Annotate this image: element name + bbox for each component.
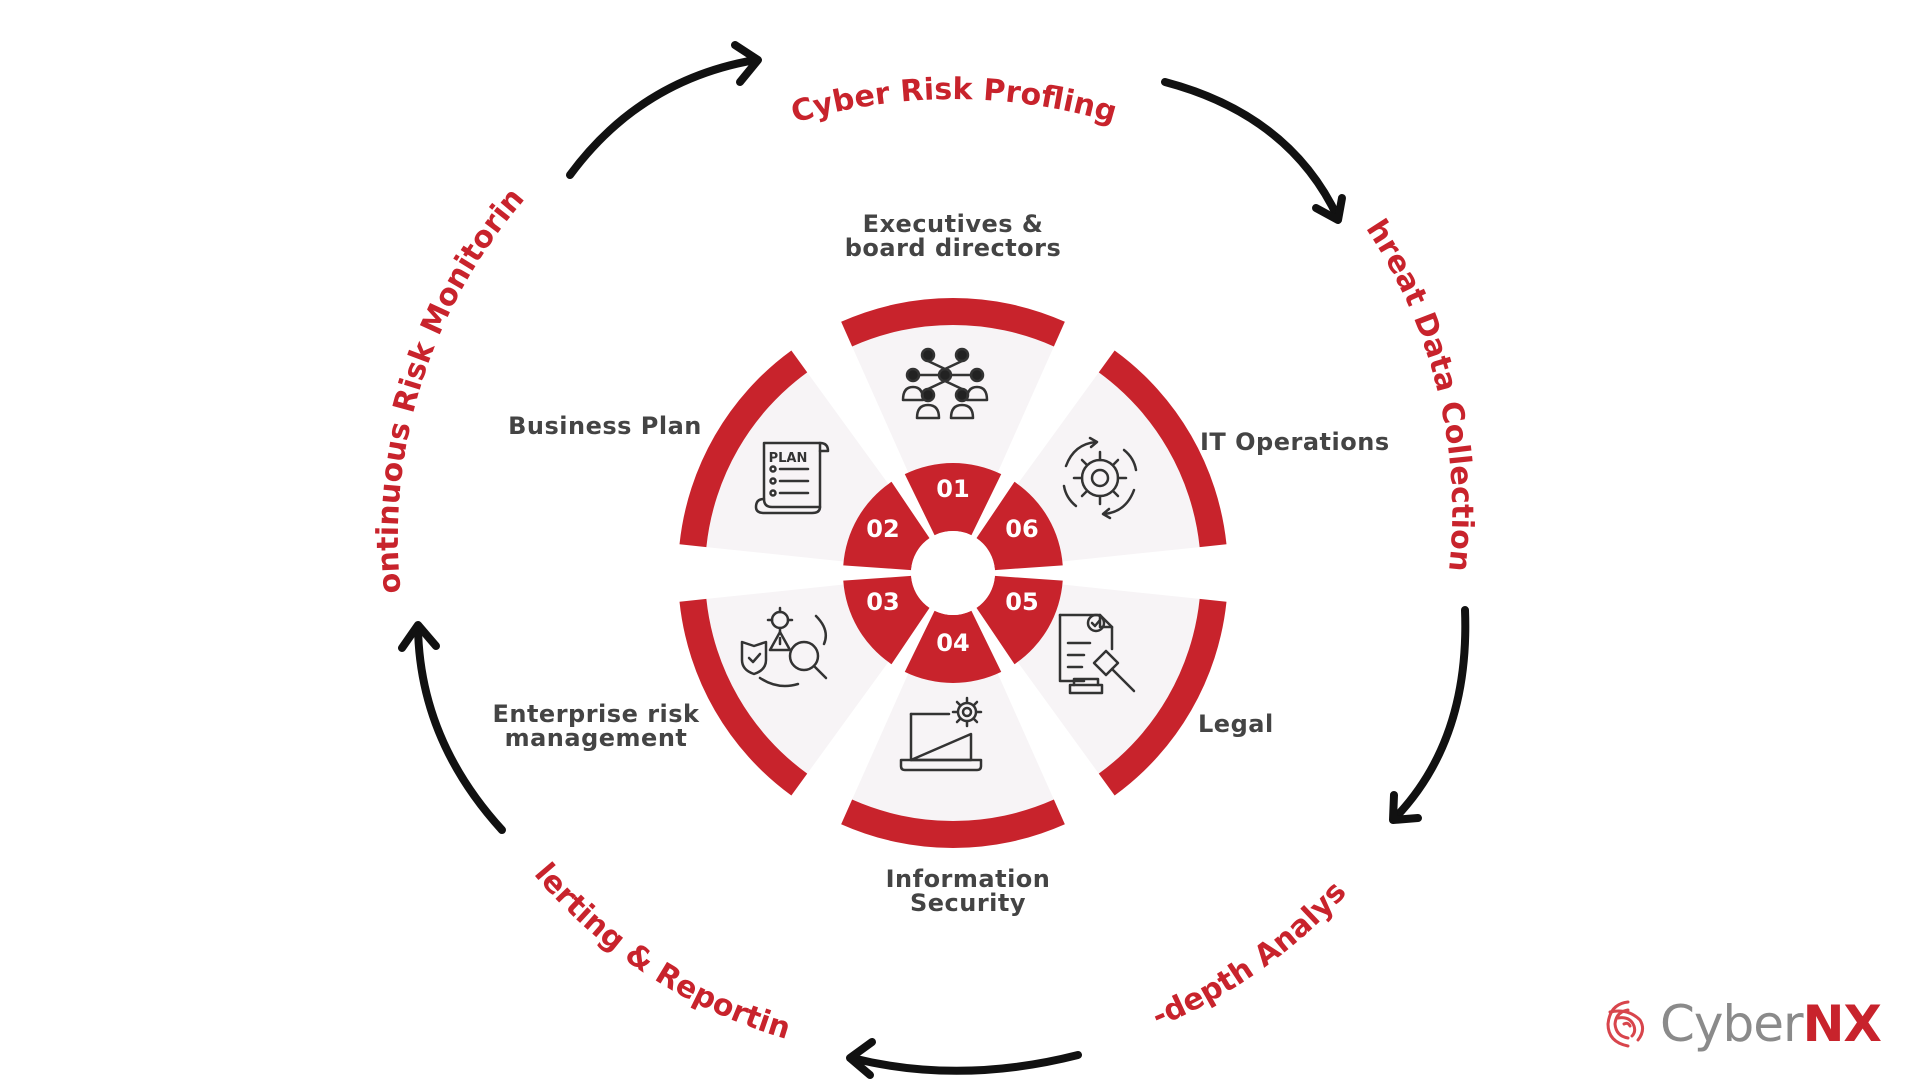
segment-label-legal: Legal	[1198, 712, 1458, 736]
logo-text-nx: NX	[1802, 995, 1882, 1053]
segment-label-line: IT Operations	[1200, 428, 1390, 456]
segment-label-line: Information	[885, 865, 1051, 893]
segment-label-line: management	[504, 724, 688, 752]
gear-cycle-icon	[1062, 436, 1138, 520]
team-hierarchy-icon	[901, 347, 989, 420]
cycle-arrows	[398, 41, 1470, 1079]
cybernx-logo: CyberNX	[1600, 990, 1900, 1060]
plan-document-icon	[754, 441, 830, 515]
arrow-analysis-to-alerting	[846, 1038, 1082, 1079]
segment-outer-band	[679, 598, 808, 796]
stage-label-cyber-risk-profiling: Cyber Risk Profling	[787, 72, 1120, 130]
segment-outer-band	[679, 350, 808, 548]
segment-label-line: Legal	[1198, 710, 1274, 738]
segment-background	[706, 584, 889, 774]
plan-icon-text: PLAN	[769, 451, 808, 466]
segment-label-enterprise-risk: Enterprise risk management	[466, 702, 726, 750]
segment-label-line: Executives &	[862, 210, 1044, 238]
cybernx-logo-text: CyberNX	[1660, 994, 1882, 1054]
arrow-alerting-to-monitoring	[398, 621, 506, 834]
segment-label-executives: Executives & board directors	[823, 212, 1083, 260]
segment-number-04: 04	[936, 629, 969, 657]
segment-outer-band	[841, 799, 1065, 848]
arrow-monitoring-to-profiling	[566, 41, 762, 179]
segment-label-line: Business Plan	[508, 412, 702, 440]
segment-number-wedge	[843, 575, 930, 665]
segment-background	[706, 372, 889, 562]
risk-search-icon	[740, 606, 828, 688]
segment-icons	[740, 347, 1138, 772]
segment-background	[1017, 372, 1200, 562]
segment-label-it-operations: IT Operations	[1200, 430, 1460, 454]
segment-background	[852, 325, 1054, 473]
arrow-collection-to-analysis	[1389, 606, 1470, 824]
cybernx-logo-mark-icon	[1606, 1000, 1645, 1048]
segment-label-line: board directors	[844, 234, 1062, 262]
laptop-gear-icon	[899, 696, 983, 772]
segment-number-wedge	[904, 462, 1002, 536]
segment-number-01: 01	[936, 475, 969, 503]
segment-outer-band	[841, 298, 1065, 347]
segment-number-wedge	[976, 481, 1063, 571]
stakeholder-wheel	[679, 298, 1227, 848]
segment-label-line: Security	[909, 889, 1027, 917]
segment-label-business-plan: Business Plan	[475, 414, 735, 438]
arrow-profiling-to-collection	[1161, 78, 1346, 224]
segment-number-03: 03	[866, 588, 899, 616]
segment-number-wedge	[904, 610, 1002, 683]
segment-label-line: Enterprise risk	[492, 700, 700, 728]
segment-outer-band	[1098, 598, 1227, 796]
stage-label-continuous-risk-monitoring: Continuous Risk Monitoring	[0, 0, 531, 595]
segment-number-02: 02	[866, 515, 899, 543]
logo-text-cyber: Cyber	[1660, 995, 1804, 1053]
wheel-hub	[911, 531, 995, 615]
segment-background	[1017, 584, 1200, 774]
segment-number-05: 05	[1005, 588, 1038, 616]
legal-document-gavel-icon	[1058, 613, 1136, 695]
segment-background	[852, 673, 1054, 821]
segment-number-wedge	[843, 481, 930, 571]
segment-outer-band	[1098, 350, 1227, 548]
segment-number-wedge	[976, 575, 1063, 665]
segment-label-information-security: Information Security	[838, 867, 1098, 915]
segment-number-06: 06	[1005, 515, 1038, 543]
